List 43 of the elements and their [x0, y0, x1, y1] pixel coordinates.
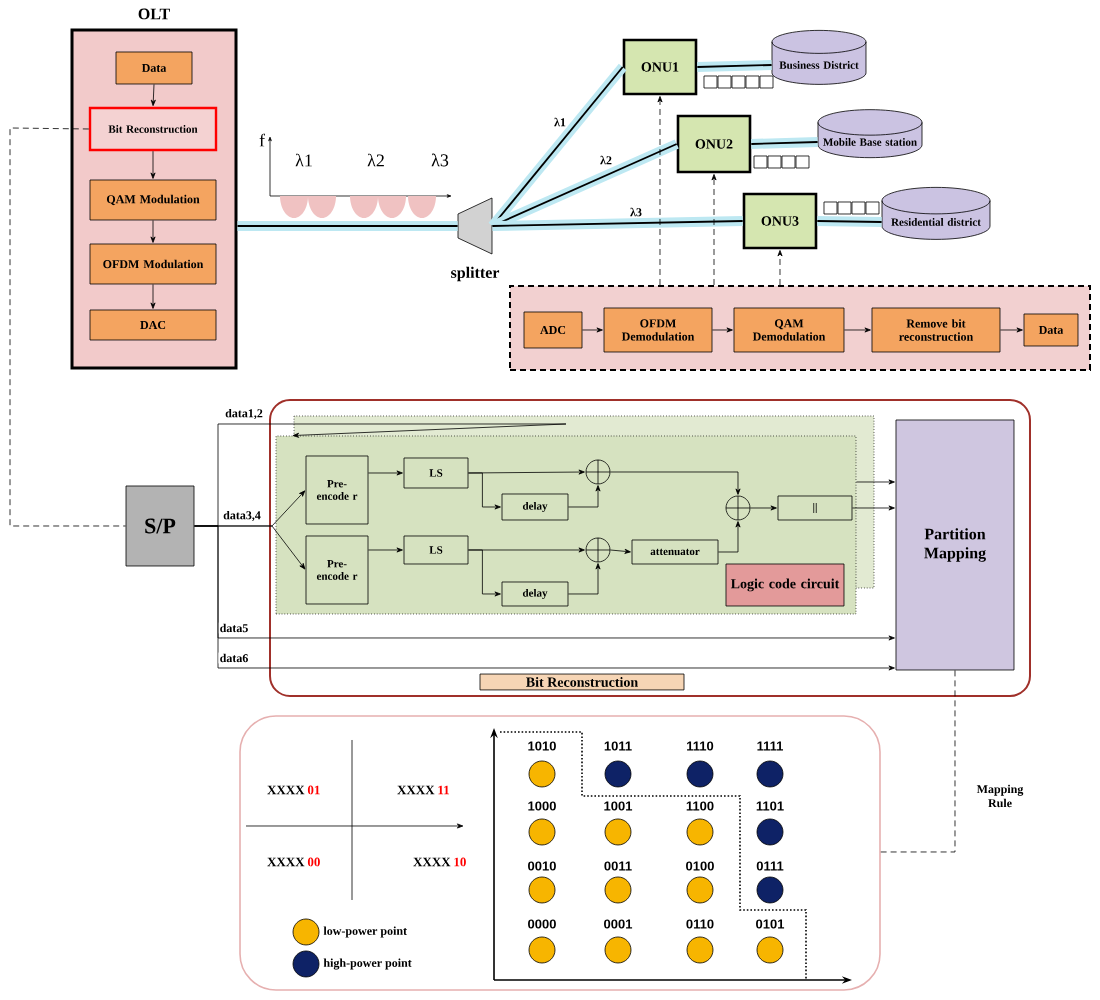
arrow — [468, 547, 585, 553]
node-label: OLT — [138, 8, 170, 20]
connector-line — [236, 221, 459, 231]
text-label: f — [259, 133, 265, 147]
adder-symbol — [725, 495, 751, 521]
arrow — [1000, 327, 1023, 333]
arrow — [852, 505, 895, 511]
arrow — [750, 505, 777, 511]
text-label: λ2 — [367, 153, 384, 167]
arrow — [568, 563, 601, 595]
arrow — [150, 220, 156, 243]
arrow — [150, 150, 156, 179]
arrow — [468, 469, 585, 475]
constellation-panel — [239, 715, 881, 991]
connector-line — [750, 137, 819, 149]
connector-line — [696, 60, 773, 72]
mapping-box: Partition Mapping — [895, 419, 1015, 671]
arrow — [657, 96, 663, 286]
adder-symbol — [585, 537, 611, 563]
arrow — [150, 84, 156, 107]
arrow — [711, 174, 717, 286]
connector-line — [9, 127, 126, 527]
arrow — [150, 284, 156, 309]
sp-box: S/P — [125, 485, 195, 567]
arrow — [368, 547, 403, 553]
arrow — [777, 250, 783, 286]
arrow — [718, 521, 741, 553]
connector-line — [816, 216, 883, 227]
connector-line — [880, 670, 956, 853]
arrow — [856, 479, 895, 485]
adder-symbol — [585, 459, 611, 485]
arrow — [368, 470, 403, 476]
arrow — [844, 327, 871, 333]
text-label: λ1 — [295, 153, 312, 167]
arrow — [712, 327, 733, 333]
arrow — [582, 327, 603, 333]
arrow — [610, 471, 741, 495]
arrow — [568, 485, 601, 508]
arrow — [610, 548, 631, 554]
connector-line — [491, 216, 744, 231]
connector-line — [488, 63, 627, 230]
text-label: λ3 — [431, 153, 449, 167]
arrow — [194, 525, 895, 671]
